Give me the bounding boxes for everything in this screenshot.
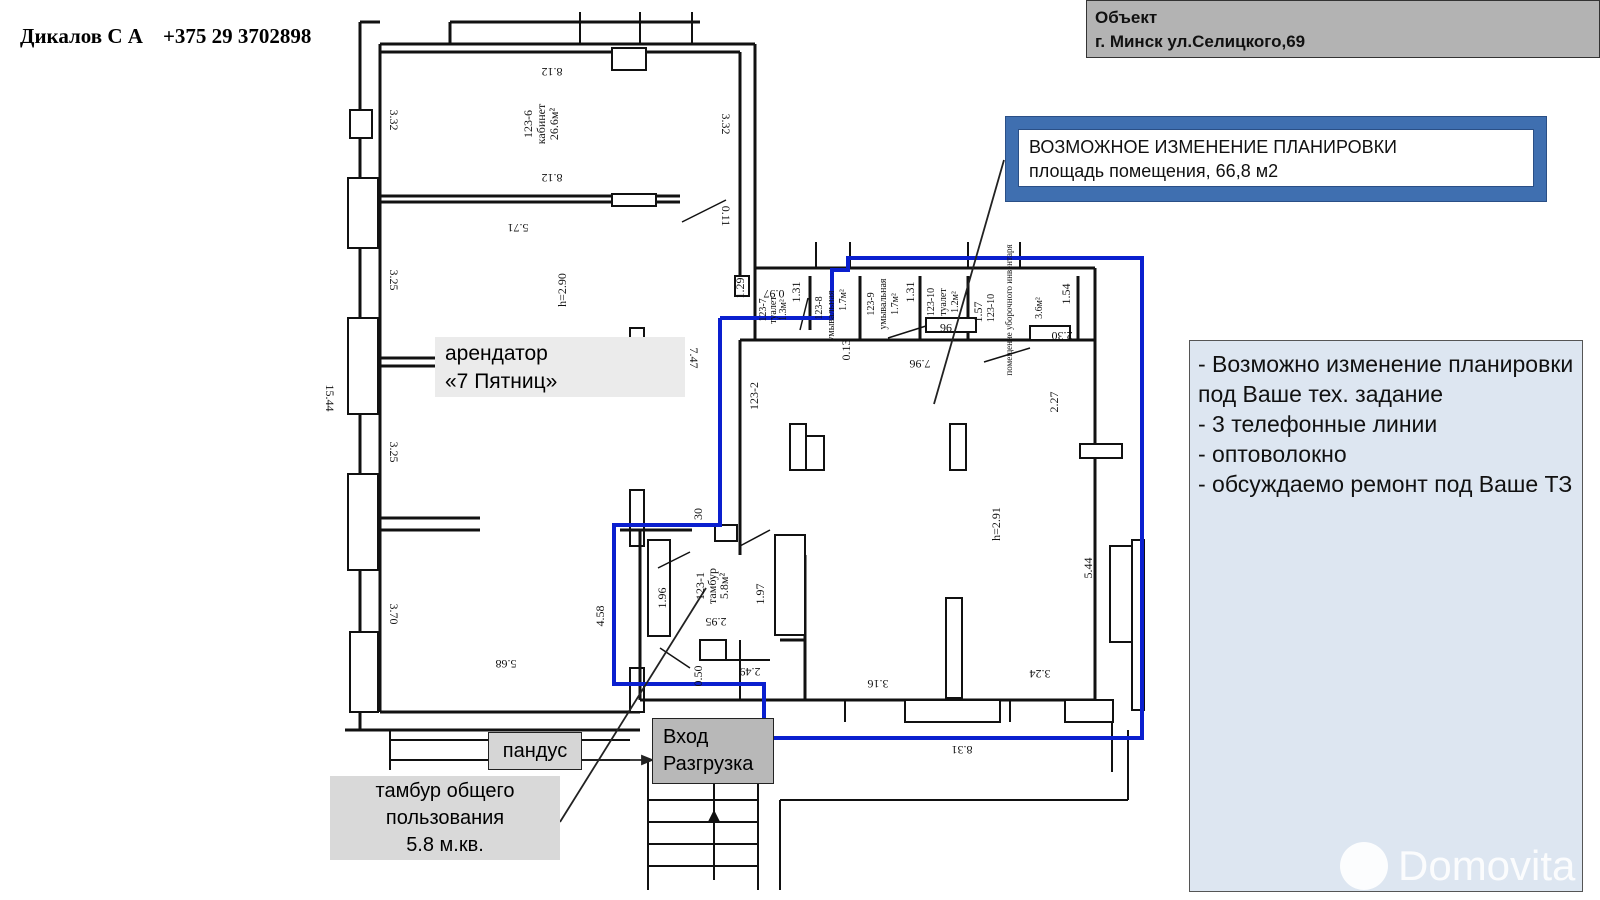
walls-right-unit [622,268,1097,702]
dim-label: 3.25 [387,442,401,463]
object-address: г. Минск ул.Селицкого,69 [1095,32,1306,51]
dim-label: 7.96 [910,357,931,371]
object-address-box: Объект г. Минск ул.Селицкого,69 [1086,0,1600,58]
room-area: 1.2м² [950,291,961,313]
redesign-title: ВОЗМОЖНОЕ ИЗМЕНЕНИЕ ПЛАНИРОВКИ [1029,137,1397,157]
door-swings [657,199,1031,669]
ramp-label: пандус [488,732,582,770]
dim-label: 7.47 [687,348,701,369]
note-item: - обсуждаемо ремонт под Ваше ТЗ [1198,471,1573,497]
room-labels: 123-6 кабинет 26.6м² 123-2 123-1 тамбур … [521,103,1045,604]
dim-label: 2.95 [706,615,727,629]
dim-label: 5.68 [496,657,517,671]
dim-label: 1.29 [733,278,747,299]
vestibule-line3: 5.8 м.кв. [406,834,484,856]
redesign-callout: ВОЗМОЖНОЕ ИЗМЕНЕНИЕ ПЛАНИРОВКИ площадь п… [1005,116,1547,202]
vestibule-line1: тамбур общего [375,780,515,802]
room-area: 3.6м² [1034,297,1045,319]
dim-label: 2.49 [740,665,761,679]
room-area: 1.7м² [838,289,849,311]
room-name: туалет [768,296,779,324]
height-label: h=2.90 [555,273,569,307]
redesign-area: площадь помещения, 66,8 м2 [1029,161,1279,181]
room-id: 123-6 [521,110,535,138]
unit-outline [612,256,1144,740]
tenant-label: арендатор «7 Пятниц» [435,337,685,397]
dim-label: 1.96 [655,588,669,609]
room-area: 1.7м² [890,293,901,315]
contact-info: Дикалов С А +375 29 3702898 [20,24,331,49]
dim-label: 5.71 [508,221,529,235]
room-id: 123-10 [926,288,937,316]
room-area: 26.6м² [547,108,561,141]
dim-label: 0.11 [719,206,733,227]
watermark-text: Domovita [1398,842,1576,889]
dim-label: 0.97 [764,287,785,301]
room-area: 1.3м² [778,299,789,321]
dim-label: 3.24 [1030,667,1051,681]
dim-label: 3.32 [719,114,733,135]
dim-label: 8.12 [542,65,563,79]
dim-label: 8.12 [542,171,563,185]
tenant-line1: арендатор [445,342,548,365]
dim-label: 1.31 [903,282,917,303]
dim-label: 4.58 [593,606,607,627]
redesign-callout-text: ВОЗМОЖНОЕ ИЗМЕНЕНИЕ ПЛАНИРОВКИ площадь п… [1018,129,1534,187]
dim-label: 96 [940,321,952,335]
notes-panel: - Возможно изменение планировки под Ваше… [1189,340,1583,892]
note-item: - Возможно изменение планировки под Ваше… [1198,351,1574,407]
room-id: 123-1 [693,572,707,600]
note-item: - оптоволокно [1198,441,1347,467]
dim-label: 2.30 [1052,329,1073,343]
dim-label: 0.13 [839,340,853,361]
dim-label: 0.50 [691,666,705,687]
dim-label: 3.32 [387,110,401,131]
watermark: Domovita [1340,838,1590,894]
entrance-label: Вход Разгрузка [652,718,774,784]
object-title: Объект [1095,8,1158,27]
dim-label: 30 [691,508,705,520]
dim-label: 3.16 [868,677,889,691]
room-name: помещение уборочного инвентаря [1004,244,1014,375]
tenant-line2: «7 Пятниц» [445,370,558,393]
dim-label: 8.31 [952,743,973,757]
note-item: - 3 телефонные линии [1198,411,1438,437]
room-area: 5.8м² [717,573,731,600]
room-name: туалет [938,288,949,316]
dim-label: 2.27 [1047,392,1061,413]
facade-piers [347,47,750,713]
dim-label: 1.57 [971,302,985,323]
entrance-line1: Вход [663,726,709,748]
room-id: 123-2 [747,382,761,410]
unit-piers [647,317,1145,723]
entrance-line2: Разгрузка [663,753,754,775]
vestibule-line2: пользования [385,807,505,829]
room-id: 123-7 [758,298,769,321]
dim-label: 5.44 [1081,558,1095,579]
room-name: умывальная [878,278,889,329]
contact-phone: +375 29 3702898 [162,24,312,48]
room-name: кабинет [534,103,548,144]
dim-label: 3.70 [387,604,401,625]
height-label: h=2.91 [989,507,1003,541]
room-id: 123-9 [866,292,877,315]
leader-lines [559,159,1005,823]
dim-label: 1.97 [753,584,767,605]
contact-name: Дикалов С А [20,24,143,48]
dim-label: 15.44 [323,385,337,412]
dim-label: 1.54 [1059,284,1073,305]
room-name: умывальная [826,290,837,341]
dim-label: 1.31 [789,282,803,303]
dimension-labels: 8.12 8.12 3.32 3.32 0.11 5.71 3.25 3.25 … [323,65,1095,757]
room-id: 123-10 [986,294,997,322]
watermark-logo-icon [1340,842,1388,890]
room-name: тамбур [705,568,719,604]
vestibule-label: тамбур общего пользования 5.8 м.кв. [330,776,560,860]
dim-label: 3.25 [387,270,401,291]
room-id: 123-8 [814,296,825,319]
